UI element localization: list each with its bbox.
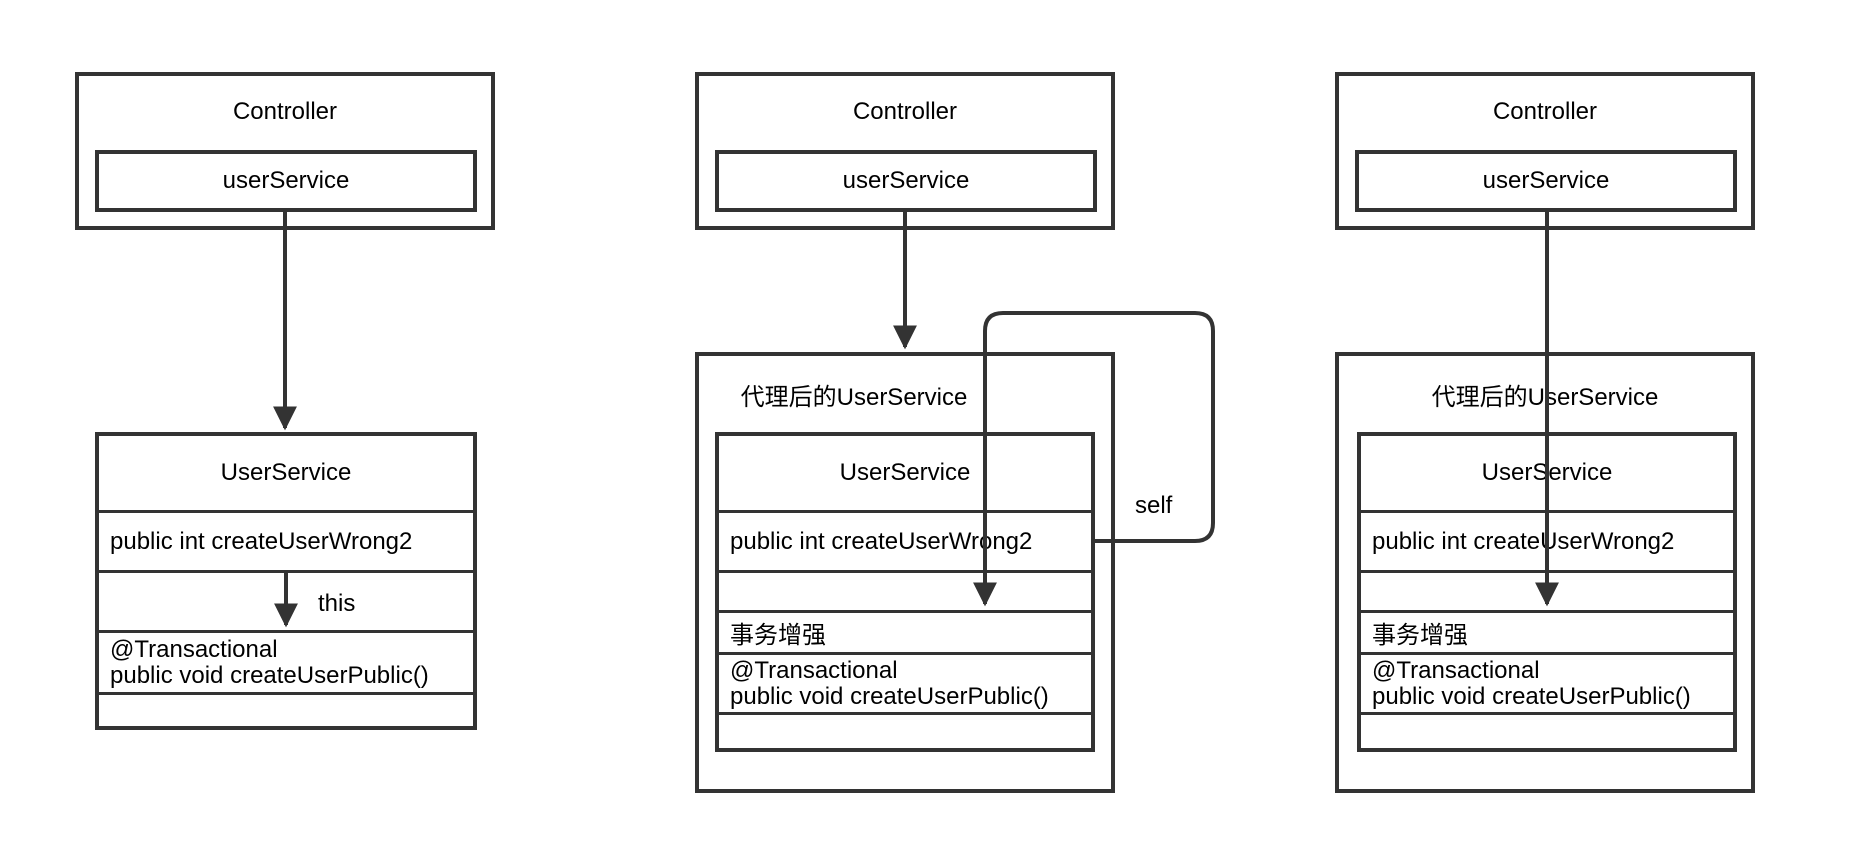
controller-box-1: Controller userService	[75, 72, 495, 230]
enhancement-row: 事务增强	[719, 610, 1091, 652]
empty-row	[719, 570, 1091, 610]
enhancement-row: 事务增强	[1361, 610, 1733, 652]
userservice-class-box-2: UserService public int createUserWrong2 …	[715, 432, 1095, 752]
annotation-text: @Transactional	[110, 635, 278, 663]
panel-proxy-self-loop: Controller userService 代理后的UserService U…	[695, 0, 1172, 866]
annotation-text: @Transactional	[730, 656, 898, 684]
panel-proxy-straight-call: Controller userService 代理后的UserService U…	[1335, 0, 1755, 866]
userservice-field: userService	[95, 150, 477, 212]
proxy-title: 代理后的UserService	[740, 383, 968, 411]
this-label: this	[318, 590, 356, 617]
userservice-field: userService	[1355, 150, 1737, 212]
class-title-row: UserService	[1481, 459, 1613, 486]
empty-row	[719, 712, 1091, 748]
empty-row	[99, 570, 473, 630]
controller-box-2: Controller userService	[695, 72, 1115, 230]
proxy-title: 代理后的UserService	[1431, 383, 1659, 411]
public-method-text: public void createUserPublic()	[110, 661, 429, 689]
transactional-method-row: @Transactional public void createUserPub…	[719, 652, 1091, 712]
empty-row	[99, 692, 473, 726]
controller-box-3: Controller userService	[1335, 72, 1755, 230]
self-label: self	[1135, 492, 1173, 519]
transactional-method-row: @Transactional public void createUserPub…	[99, 630, 473, 692]
proxied-userservice-box-2: 代理后的UserService UserService public int c…	[695, 352, 1115, 793]
empty-row	[1361, 712, 1733, 748]
method-row: public int createUserWrong2	[1361, 510, 1733, 570]
public-method-text: public void createUserPublic()	[1372, 682, 1691, 710]
class-title-row: UserService	[220, 459, 352, 486]
userservice-class-box-3: UserService public int createUserWrong2 …	[1357, 432, 1737, 752]
method-row: public int createUserWrong2	[99, 510, 473, 570]
userservice-field: userService	[715, 150, 1097, 212]
controller-title: Controller	[852, 98, 958, 125]
userservice-class-box-1: UserService public int createUserWrong2 …	[95, 432, 477, 730]
controller-title: Controller	[232, 98, 338, 125]
class-title-row: UserService	[839, 459, 971, 486]
public-method-text: public void createUserPublic()	[730, 682, 1049, 710]
empty-row	[1361, 570, 1733, 610]
proxied-userservice-box-3: 代理后的UserService UserService public int c…	[1335, 352, 1755, 793]
annotation-text: @Transactional	[1372, 656, 1540, 684]
controller-title: Controller	[1492, 98, 1598, 125]
panel-plain-service: Controller userService UserService publi…	[75, 0, 495, 866]
method-row: public int createUserWrong2	[719, 510, 1091, 570]
transactional-method-row: @Transactional public void createUserPub…	[1361, 652, 1733, 712]
